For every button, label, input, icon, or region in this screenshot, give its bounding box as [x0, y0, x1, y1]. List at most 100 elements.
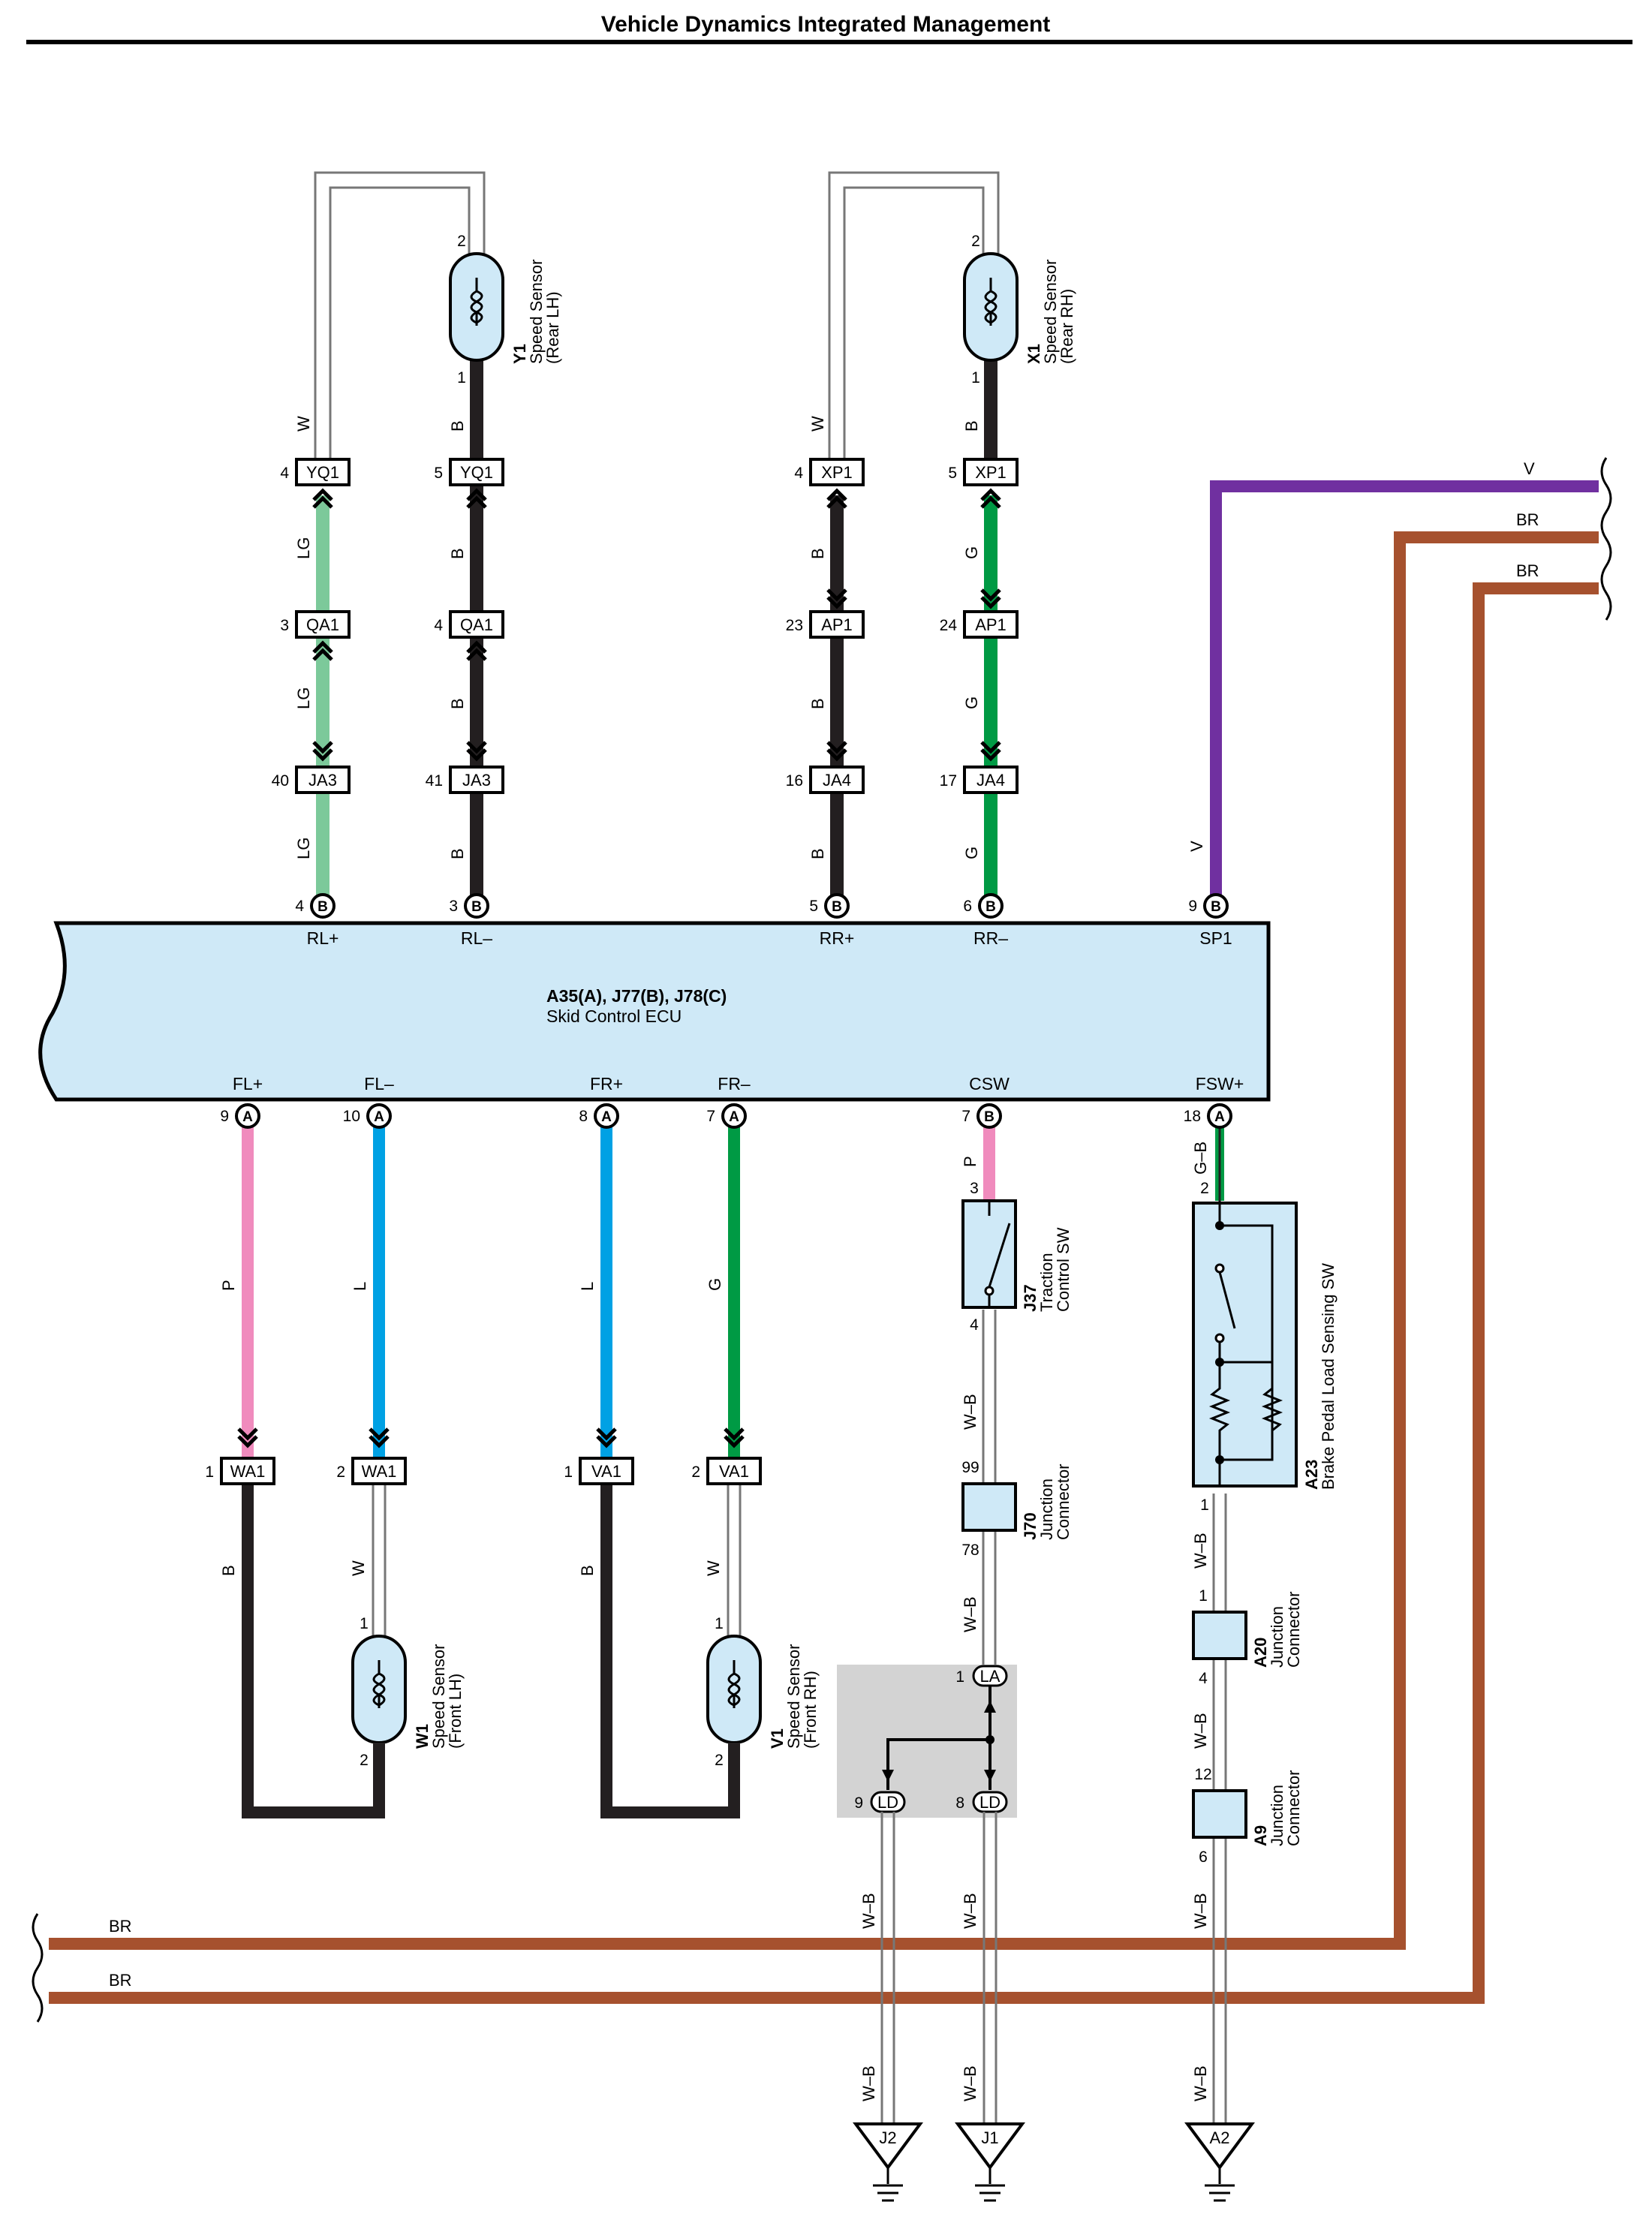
sensor-v1-pin-bottom: 2: [715, 1752, 724, 1769]
a23-line1: Brake Pedal Load Sensing SW: [1319, 1263, 1338, 1490]
ecu-bot-badge-2: A: [601, 1109, 612, 1125]
wire-break-right: [1600, 457, 1612, 621]
j70-pin-bottom: 78: [961, 1542, 979, 1559]
ecu-top-pin-2: 5: [809, 898, 818, 915]
sensor-y1-pin-bottom: 1: [457, 369, 466, 387]
conn-yq1-b: YQ1: [460, 463, 493, 482]
ecu-bot-pin-5: 18: [1184, 1108, 1201, 1125]
a9-line1: Junction: [1268, 1785, 1286, 1846]
wire-label-right-br1: BR: [1516, 510, 1539, 529]
splice-br-conn: LD: [979, 1793, 1001, 1812]
rear-connectors: YQ1 4 YQ1 5 XP1 4 XP1 5 QA1 3 QA1 4 AP1 …: [272, 458, 1019, 794]
a9-pin-bottom: 6: [1199, 1848, 1208, 1866]
junction-connector-j70: 99 78 J70 Junction Connector: [961, 1459, 1073, 1559]
sensor-x1: 2 1 X1 Speed Sensor (Rear RH): [963, 233, 1076, 387]
ecu-top-sig-0: RL+: [307, 928, 339, 948]
ecu-bot-pin-1: 10: [343, 1108, 360, 1125]
wire-label-rrm-b: B: [962, 420, 981, 432]
a20-line2: Connector: [1284, 1591, 1303, 1668]
traction-sw-line2: Control SW: [1054, 1227, 1073, 1312]
pin-ap1-b: 24: [940, 617, 958, 634]
splice-box: LA 1 LD 9 LD 8: [837, 1665, 1017, 1818]
a23-id: A23: [1302, 1460, 1321, 1490]
a20-pin-top: 1: [1199, 1587, 1208, 1605]
j70-line1: Junction: [1037, 1478, 1056, 1540]
sensor-y1-id: Y1: [510, 344, 529, 364]
conn-ap1-a: AP1: [821, 615, 853, 634]
x1-shield-loop: [828, 171, 1000, 473]
front-arrows: [239, 1429, 743, 1445]
conn-ja4-b: JA4: [976, 771, 1005, 790]
sensor-x1-line1: Speed Sensor: [1041, 260, 1060, 364]
sensor-x1-line2: (Rear RH): [1058, 289, 1076, 364]
wire-label-j1-wb1: W–B: [961, 1893, 979, 1929]
wire-label-j2-wb1: W–B: [859, 1893, 878, 1929]
wire-label-rlm-b1: B: [448, 548, 467, 559]
sensor-w1-pin-top: 1: [360, 1615, 369, 1632]
wire-label-sp1-v: V: [1187, 841, 1206, 852]
conn-ja3-a: JA3: [308, 771, 337, 790]
wire-label-j2-wb2: W–B: [859, 2065, 878, 2101]
a23-pin-bottom: 1: [1200, 1497, 1209, 1514]
ecu-bot-pin-2: 8: [579, 1108, 588, 1125]
wire-ground-j1: [982, 1812, 998, 2124]
wire-fr-plus-b: [600, 1482, 740, 1818]
conn-wa1-a: WA1: [230, 1462, 266, 1481]
ecu-top-terminals: B 4 RL+ B 3 RL– B 5 RR+ B 6 RR– B 9 SP1: [295, 893, 1232, 948]
sensor-x1-id: X1: [1025, 344, 1043, 364]
sensor-y1-line1: Speed Sensor: [527, 260, 546, 364]
wire-label-fsw-gb: G–B: [1191, 1142, 1210, 1175]
pin-yq1-a: 4: [280, 465, 289, 482]
wire-label-rrm-g2: G: [962, 696, 981, 709]
junction-connector-a9: 12 6 A9 Junction Connector: [1192, 1766, 1303, 1866]
front-connectors: WA1 1 WA1 2 VA1 1 VA1 2: [205, 1457, 762, 1485]
wire-break-left: [32, 1913, 44, 2023]
a20-pin-bottom: 4: [1199, 1670, 1208, 1687]
ground-j1-label: J1: [981, 2128, 998, 2147]
conn-va1-b: VA1: [719, 1462, 749, 1481]
conn-xp1-a: XP1: [821, 463, 853, 482]
wire-label-rlm-b2: B: [448, 698, 467, 709]
ecu-bot-sig-5: FSW+: [1196, 1074, 1244, 1093]
pin-va1-b: 2: [691, 1463, 700, 1481]
wire-label-a23-wb1: W–B: [1191, 1533, 1210, 1569]
sensor-w1-id: W1: [413, 1724, 432, 1749]
wire-label-j1-wb2: W–B: [961, 2065, 979, 2101]
ecu-bot-sig-0: FL+: [233, 1074, 263, 1093]
conn-yq1-a: YQ1: [306, 463, 339, 482]
a20-id: A20: [1251, 1638, 1270, 1668]
sensor-v1: 1 2 V1 Speed Sensor (Front RH): [706, 1615, 820, 1769]
ecu-bot-badge-4: B: [984, 1109, 995, 1125]
wire-label-left-br2: BR: [109, 1971, 132, 1990]
wire-label-right-br2: BR: [1516, 561, 1539, 580]
j70-pin-top: 99: [961, 1459, 979, 1476]
pin-wa1-b: 2: [336, 1463, 345, 1481]
a9-pin-top: 12: [1194, 1766, 1211, 1783]
ecu-top-pin-3: 6: [963, 898, 972, 915]
pin-xp1-a: 4: [794, 465, 803, 482]
ecu-bot-sig-3: FR–: [718, 1074, 751, 1093]
ecu-bot-pin-4: 7: [961, 1108, 970, 1125]
a23-pin-top: 2: [1200, 1180, 1209, 1197]
wire-label-rlm-b0: B: [448, 420, 467, 432]
wire-sp1-v: [1210, 480, 1599, 904]
skid-control-ecu: A35(A), J77(B), J78(C) Skid Control ECU: [38, 921, 1271, 1102]
brake-pedal-load-sensing-sw: 2 1 A23 Brake Pedal Load Sensing SW: [1192, 1180, 1338, 1514]
wire-fl-minus-w: [372, 1482, 387, 1636]
pin-ja4-a: 16: [786, 772, 803, 790]
conn-qa1-b: QA1: [460, 615, 493, 634]
traction-sw-pin-bottom: 4: [970, 1316, 979, 1334]
conn-va1-a: VA1: [591, 1462, 621, 1481]
ecu-bottom-terminals: A 9 FL+ A 10 FL– A 8 FR+ A 7 FR– B 7 CSW…: [220, 1074, 1244, 1129]
ecu-top-pin-4: 9: [1188, 898, 1197, 915]
splice-top-pin: 1: [955, 1668, 964, 1686]
ecu-bot-badge-3: A: [729, 1109, 739, 1125]
sensor-w1-line2: (Front LH): [446, 1674, 465, 1749]
ecu-top-badge-2: B: [832, 899, 842, 915]
conn-ja4-a: JA4: [823, 771, 851, 790]
traction-sw-id: J37: [1021, 1284, 1040, 1312]
ground-j1: J1: [955, 2122, 1025, 2202]
sensor-v1-line2: (Front RH): [801, 1671, 820, 1749]
wire-label-rrm-g3: G: [962, 847, 981, 859]
pin-ja3-b: 41: [426, 772, 443, 790]
